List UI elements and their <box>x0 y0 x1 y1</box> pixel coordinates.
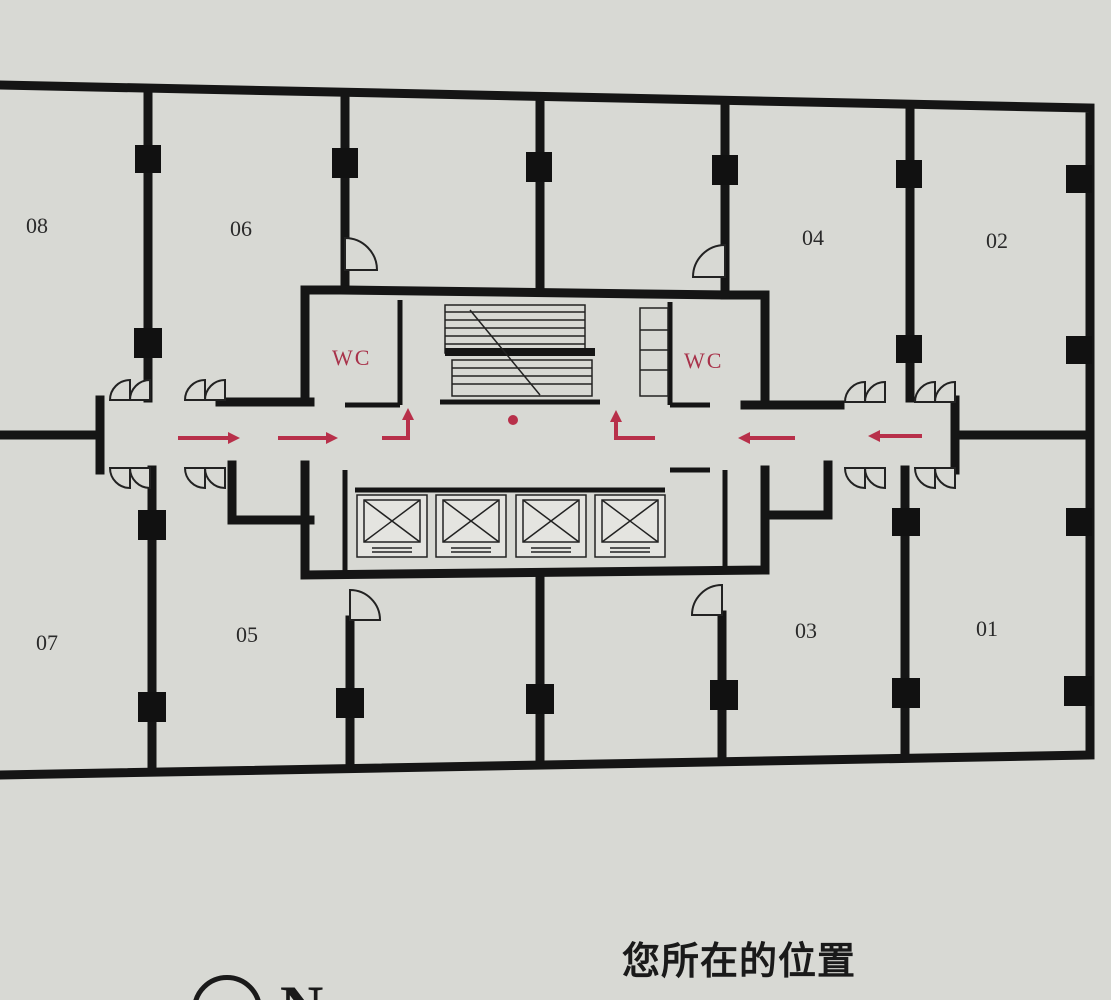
room-label-02: 02 <box>986 228 1008 253</box>
room-label-08: 08 <box>26 213 48 238</box>
room-label-04: 04 <box>802 225 824 250</box>
you-are-here-label: 您所在的位置 <box>622 939 857 983</box>
columns <box>134 145 1092 722</box>
doors <box>108 236 956 621</box>
route-arrow <box>178 408 922 444</box>
stair-icon <box>444 304 669 397</box>
wc-label-right: WC <box>684 348 723 373</box>
outer-walls <box>0 80 1095 780</box>
north-label: N <box>280 973 323 1000</box>
room-label-01: 01 <box>976 616 998 641</box>
corridor-walls <box>0 395 1095 525</box>
you-are-here-dot <box>508 415 518 425</box>
north-circle-icon <box>192 975 262 1000</box>
elevator-icon <box>356 494 666 558</box>
room-label-05: 05 <box>236 622 258 647</box>
room-label-06: 06 <box>230 216 252 241</box>
room-label-03: 03 <box>795 618 817 643</box>
room-label-07: 07 <box>36 630 58 655</box>
wc-label-left: WC <box>332 345 371 370</box>
north-arrow-icon: N <box>180 965 380 1000</box>
